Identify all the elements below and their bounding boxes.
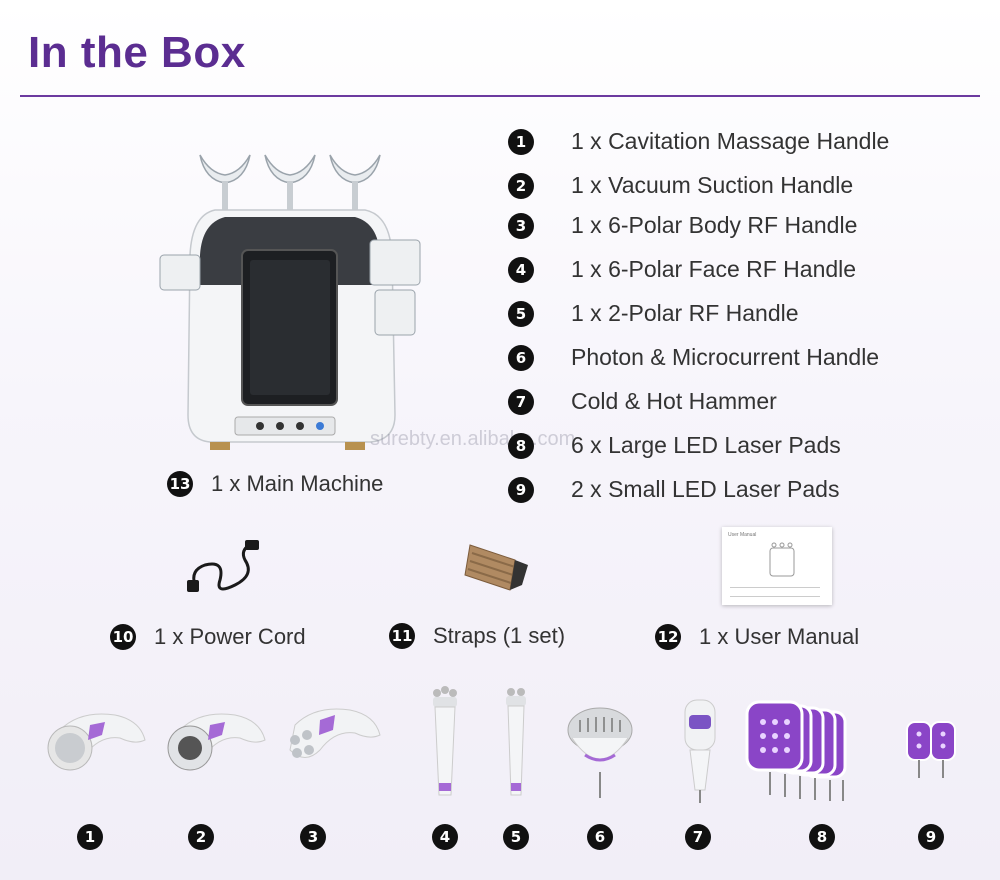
list-item-label: 1 x Cavitation Massage Handle — [571, 128, 890, 154]
item-number-badge: 10 — [110, 624, 136, 650]
item-number-badge: 7 — [685, 824, 711, 850]
straps-caption: 11 Straps (1 set) — [389, 623, 565, 649]
list-item: 5 1 x 2-Polar RF Handle — [508, 300, 799, 327]
user-manual-image: User Manual — [722, 527, 832, 605]
list-item: 2 1 x Vacuum Suction Handle — [508, 172, 853, 199]
list-item-label: 1 x 6-Polar Face RF Handle — [571, 256, 857, 282]
straps-image — [464, 544, 528, 591]
list-item: 9 2 x Small LED Laser Pads — [508, 476, 839, 503]
item-number-badge: 13 — [167, 471, 193, 497]
item-number-badge: 9 — [918, 824, 944, 850]
main-machine-label: 1 x Main Machine — [211, 471, 384, 496]
item-number-badge: 6 — [508, 344, 534, 371]
item-number-badge: 1 — [508, 128, 534, 155]
title-divider — [20, 95, 980, 97]
item-number-badge: 12 — [655, 624, 681, 650]
item-number-badge: 6 — [587, 824, 613, 850]
item-number-badge: 8 — [809, 824, 835, 850]
list-item: 1 1 x Cavitation Massage Handle — [508, 128, 889, 155]
user-manual-label: 1 x User Manual — [699, 624, 860, 649]
list-item: 6 Photon & Microcurrent Handle — [508, 344, 879, 371]
item-number-badge: 2 — [508, 172, 534, 199]
list-item: 7 Cold & Hot Hammer — [508, 388, 777, 415]
bipolar-rf-handle-image — [506, 688, 526, 796]
user-manual-title: User Manual — [728, 532, 757, 538]
power-cord-image — [187, 540, 259, 592]
straps-label: Straps (1 set) — [433, 623, 566, 648]
hammer-image — [684, 699, 716, 803]
page-title: In the Box — [28, 28, 246, 77]
user-manual-caption: 12 1 x User Manual — [655, 624, 859, 650]
item-number-badge: 3 — [508, 212, 534, 239]
item-number-badge: 1 — [77, 824, 103, 850]
face-rf-handle-image — [433, 686, 457, 796]
power-cord-caption: 10 1 x Power Cord — [110, 624, 306, 650]
list-item: 4 1 x 6-Polar Face RF Handle — [508, 256, 856, 283]
list-item: 3 1 x 6-Polar Body RF Handle — [508, 212, 857, 239]
small-led-pads-image — [906, 721, 956, 778]
cavitation-handle-image — [47, 713, 146, 771]
item-number-badge: 4 — [508, 256, 534, 283]
list-item-label: Cold & Hot Hammer — [571, 388, 777, 414]
item-number-badge: 5 — [503, 824, 529, 850]
manual-text-lines — [730, 587, 820, 597]
main-machine-image — [159, 154, 421, 450]
item-number-badge: 2 — [188, 824, 214, 850]
vacuum-handle-image — [167, 713, 266, 771]
item-number-badge: 5 — [508, 300, 534, 327]
photon-handle-image — [567, 707, 633, 798]
item-number-badge: 11 — [389, 623, 415, 649]
list-item-label: 1 x 6-Polar Body RF Handle — [571, 212, 858, 238]
item-number-badge: 9 — [508, 476, 534, 503]
list-item-label: 2 x Small LED Laser Pads — [571, 476, 840, 502]
item-number-badge: 3 — [300, 824, 326, 850]
manual-drawing-icon — [769, 542, 795, 577]
body-rf-handle-image — [289, 708, 381, 758]
list-item-label: 6 x Large LED Laser Pads — [571, 432, 841, 458]
list-item-label: 1 x 2-Polar RF Handle — [571, 300, 799, 326]
large-led-pads-image — [745, 700, 847, 801]
item-number-badge: 7 — [508, 388, 534, 415]
item-number-badge: 8 — [508, 432, 534, 459]
main-machine-caption: 13 1 x Main Machine — [167, 471, 383, 497]
list-item-label: Photon & Microcurrent Handle — [571, 344, 880, 370]
list-item-label: 1 x Vacuum Suction Handle — [571, 172, 854, 198]
list-item: 8 6 x Large LED Laser Pads — [508, 432, 841, 459]
power-cord-label: 1 x Power Cord — [154, 624, 306, 649]
item-number-badge: 4 — [432, 824, 458, 850]
